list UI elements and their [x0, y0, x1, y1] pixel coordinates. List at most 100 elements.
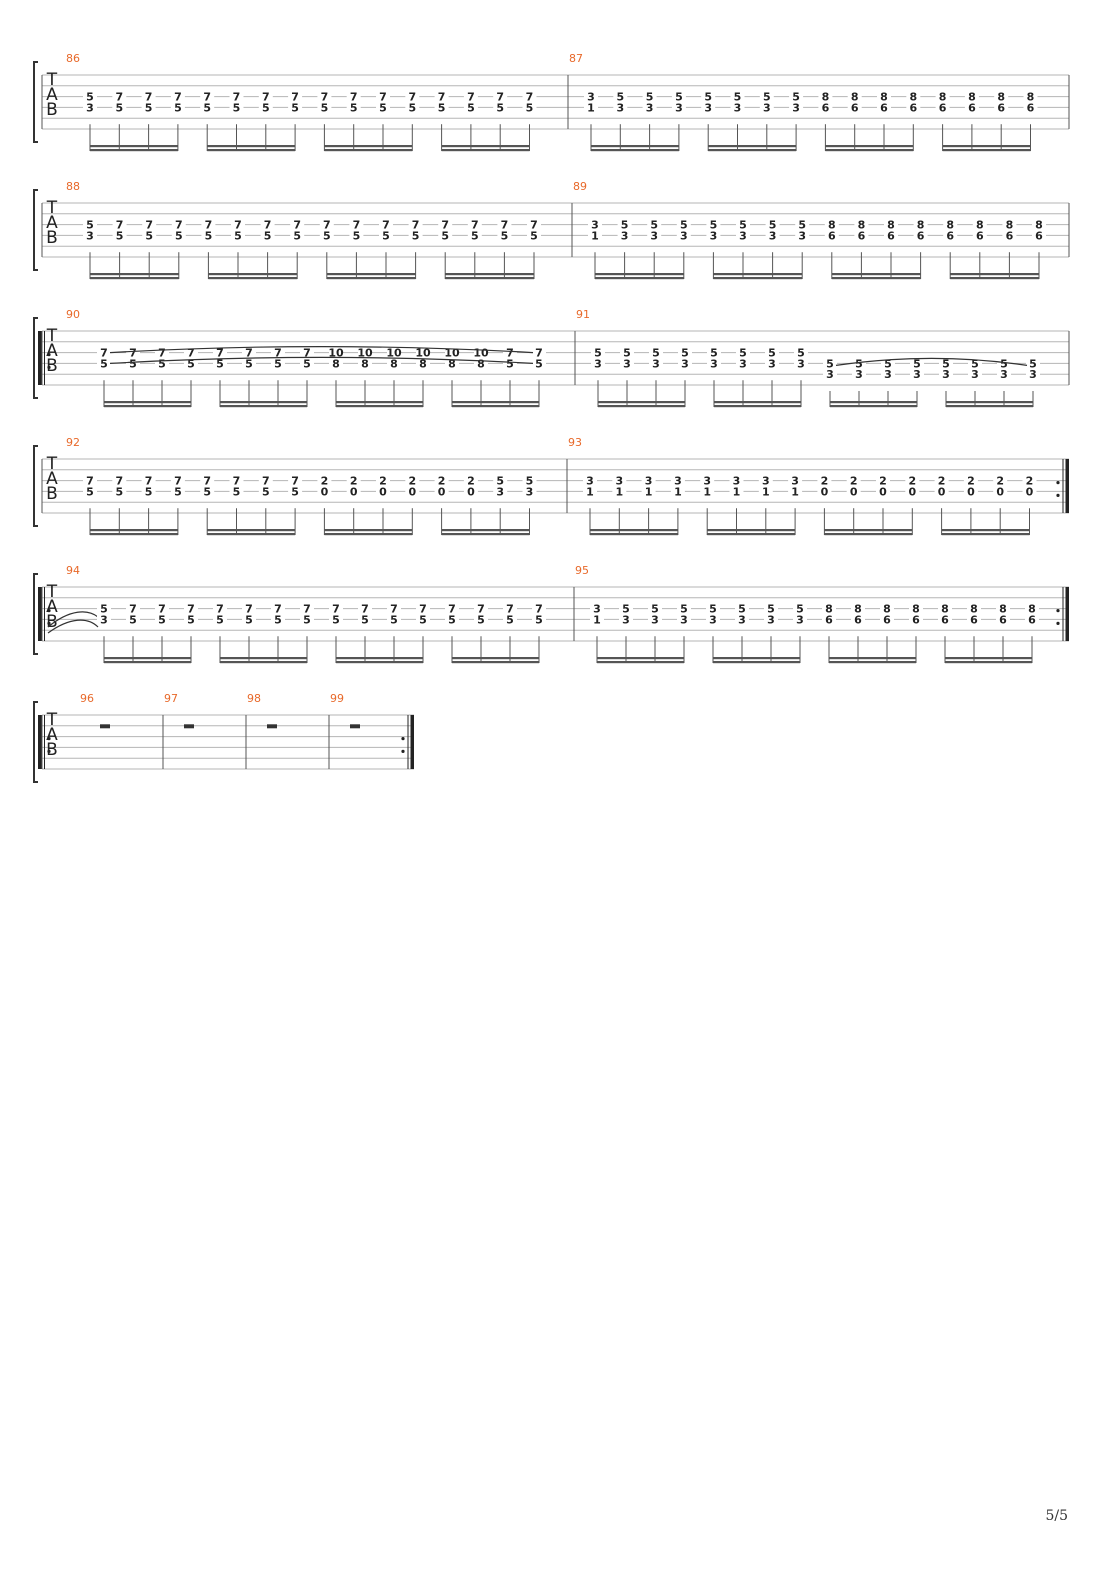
beam — [90, 273, 179, 276]
fret-mask — [972, 219, 987, 229]
fret-mask — [1022, 486, 1037, 496]
fret-mask — [201, 230, 216, 240]
fret-mask — [463, 91, 478, 101]
measure-number: 93 — [568, 436, 582, 449]
fret-number: 5 — [734, 91, 742, 104]
beam — [441, 529, 530, 532]
fret-mask — [416, 358, 430, 368]
fret-number: 5 — [187, 357, 195, 370]
fret-mask — [155, 614, 169, 624]
fret-number: 1 — [587, 101, 595, 114]
slur-arc — [835, 357, 1028, 366]
fret-number: 7 — [262, 475, 270, 488]
fret-mask — [463, 475, 478, 485]
fret-number: 7 — [233, 475, 241, 488]
fret-number: 5 — [382, 229, 390, 242]
fret-number: 5 — [477, 613, 485, 626]
fret-mask — [83, 102, 97, 112]
fret-number: 5 — [704, 91, 712, 104]
fret-number: 0 — [408, 485, 416, 498]
fret-mask — [671, 91, 686, 101]
fret-mask — [964, 91, 979, 101]
fret-mask — [231, 219, 245, 229]
fret-mask — [155, 347, 169, 357]
fret-mask — [884, 219, 898, 229]
tie-arc — [47, 619, 99, 634]
fret-number: 10 — [444, 347, 460, 360]
fret-number: 2 — [438, 475, 446, 488]
fret-mask — [847, 102, 862, 112]
fret-mask — [387, 603, 401, 613]
fret-number: 5 — [496, 101, 504, 114]
fret-number: 7 — [323, 219, 331, 232]
fret-number: 5 — [796, 603, 804, 616]
fret-mask — [707, 347, 721, 357]
fret-number: 3 — [496, 485, 504, 498]
fret-number: 7 — [115, 475, 123, 488]
fret-mask — [434, 475, 449, 485]
fret-number: 0 — [379, 485, 387, 498]
fret-mask — [789, 91, 804, 101]
fret-mask — [112, 475, 127, 485]
fret-number: 7 — [291, 91, 299, 104]
fret-number: 7 — [412, 219, 420, 232]
fret-number: 5 — [321, 101, 329, 114]
fret-mask — [260, 219, 275, 229]
fret-mask — [620, 358, 634, 368]
fret-mask — [822, 603, 836, 613]
tie-arc — [47, 611, 99, 628]
fret-mask — [736, 219, 750, 229]
repeat-start-thick-line — [38, 587, 42, 641]
fret-number: 5 — [216, 357, 224, 370]
fret-number: 2 — [938, 475, 946, 488]
fret-number: 3 — [826, 368, 834, 381]
fret-mask — [851, 603, 865, 613]
beam — [207, 149, 296, 152]
fret-mask — [83, 486, 97, 496]
beam — [945, 661, 1032, 664]
fret-number: 6 — [999, 613, 1007, 626]
fret-mask — [641, 475, 656, 485]
beam — [208, 273, 298, 276]
measure-number: 95 — [575, 564, 589, 577]
fret-number: 3 — [796, 613, 804, 626]
fret-mask — [677, 614, 691, 624]
fret-number: 5 — [233, 485, 241, 498]
fret-mask — [416, 603, 430, 613]
measure-number: 89 — [573, 180, 587, 193]
fret-number: 2 — [1026, 475, 1034, 488]
beam — [336, 401, 423, 404]
fret-number: 7 — [116, 219, 124, 232]
fret-mask — [329, 347, 343, 357]
fret-number: 3 — [913, 368, 921, 381]
fret-number: 5 — [798, 219, 806, 232]
fret-number: 7 — [145, 91, 153, 104]
fret-mask — [493, 91, 508, 101]
fret-number: 6 — [883, 613, 891, 626]
fret-mask — [112, 486, 127, 496]
fret-mask — [522, 91, 537, 101]
fret-mask — [736, 358, 750, 368]
repeat-dot — [47, 749, 51, 754]
fret-mask — [877, 102, 891, 112]
fret-number: 5 — [175, 229, 183, 242]
fret-number: 5 — [650, 219, 658, 232]
fret-number: 3 — [591, 219, 599, 232]
fret-number: 10 — [328, 347, 344, 360]
fret-mask — [379, 230, 393, 240]
fret-number: 3 — [710, 357, 718, 370]
fret-mask — [271, 603, 285, 613]
fret-mask — [730, 91, 745, 101]
fret-mask — [647, 219, 662, 229]
fret-mask — [700, 475, 715, 485]
fret-number: 1 — [762, 485, 770, 498]
fret-mask — [201, 219, 216, 229]
beam — [90, 145, 178, 148]
fret-number: 5 — [419, 613, 427, 626]
fret-number: 8 — [1027, 91, 1035, 104]
fret-number: 8 — [880, 91, 888, 104]
beam — [713, 661, 800, 664]
fret-number: 6 — [941, 613, 949, 626]
fret-mask — [503, 603, 517, 613]
